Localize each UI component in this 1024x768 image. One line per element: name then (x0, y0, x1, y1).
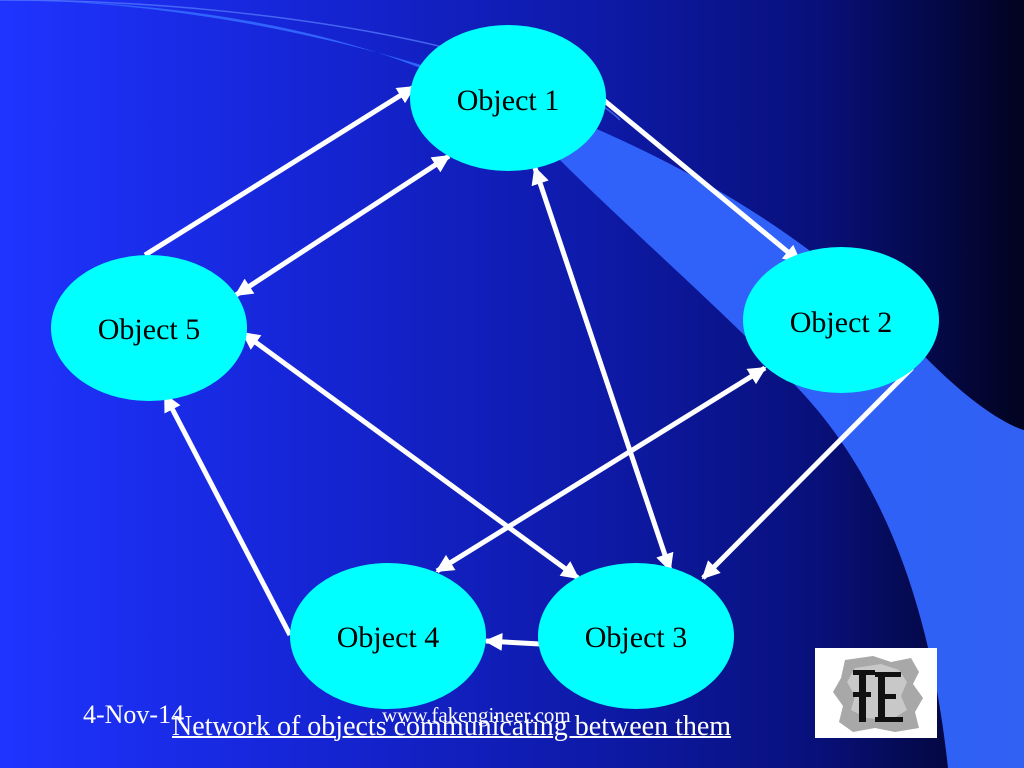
edge-object5-object3 (241, 330, 580, 581)
object-3-label: Object 3 (584, 621, 688, 654)
object-2-node (743, 247, 939, 393)
diagram-caption: Network of objects communicating between… (172, 711, 732, 742)
object-5-node (51, 255, 247, 401)
edge-object1-object5 (234, 153, 451, 298)
object-5-label: Object 5 (97, 313, 201, 346)
edge-object4-to-object5 (162, 393, 293, 637)
logo-mark-icon (833, 656, 923, 732)
edge-object1-object3 (531, 166, 674, 572)
edges (143, 84, 914, 651)
edge-object5-to-object1 (143, 84, 416, 258)
website-footer: www.fakengineer.com (382, 703, 571, 727)
slide-date: 4-Nov-14 (83, 700, 185, 729)
object-4-label: Object 4 (336, 621, 440, 654)
object-1-label: Object 1 (456, 84, 560, 117)
fakengineer-logo (815, 648, 937, 738)
edge-object3-to-object4 (484, 632, 541, 651)
object-3-node (538, 563, 734, 709)
object-4-node (290, 563, 486, 709)
edge-object2-to-object3 (701, 366, 914, 580)
object-2-label: Object 2 (789, 306, 893, 339)
edge-object1-to-object2 (598, 95, 802, 264)
edge-object2-object4 (435, 365, 767, 574)
object-1-node (410, 25, 606, 171)
